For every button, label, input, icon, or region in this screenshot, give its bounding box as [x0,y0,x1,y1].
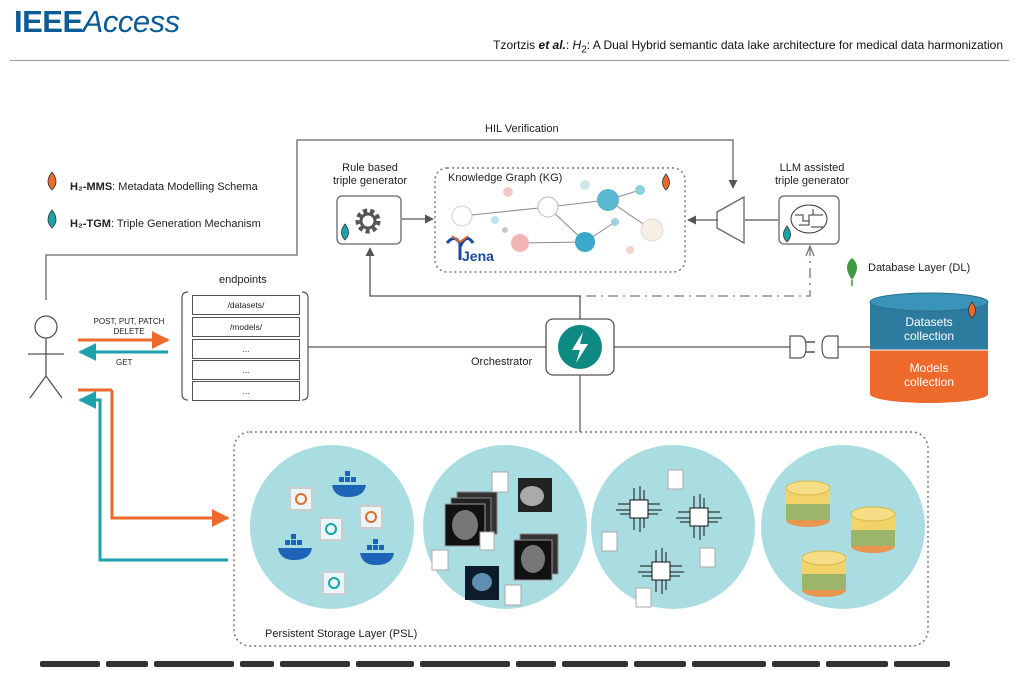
teal-psl-link [78,391,228,562]
container-cubes [289,487,383,595]
get-label: GET [116,358,133,367]
orchestrator-icon [545,318,615,376]
post-line2: DELETE [113,327,145,336]
llm-dashdot-link [580,246,811,297]
models-collection-label: Models collection [870,361,988,389]
leaf-icon [847,258,857,286]
legend-mms: H₂-MMS: Metadata Modelling Schema [70,181,258,193]
datasets-line2: collection [903,329,955,343]
legend-tgm-name: H₂-TGM [70,218,111,230]
orchestrator-to-rule-link [365,247,581,320]
datasets-collection-label: Datasets collection [870,315,988,343]
datasets-line1: Datasets [905,315,953,329]
rule-based-label: Rule based triple generator [320,162,420,188]
mri-scan-icon [444,478,559,600]
endpoint-more-3[interactable]: ... [192,381,300,401]
chip-icon [616,486,722,594]
converter-trapezoid [716,195,745,245]
endpoint-more-2[interactable]: ... [192,360,300,380]
legend-tgm: H₂-TGM: Triple Generation Mechanism [70,218,261,230]
header-authors: Tzortzis [493,38,536,52]
llm-line2: triple generator [775,175,849,187]
drop-icon [47,209,791,243]
logo-strong: IEEE [14,4,83,39]
brain-chip-icon [790,204,828,234]
flame-icon [47,171,976,319]
legend-mms-desc: : Metadata Modelling Schema [112,181,258,193]
llm-line1: LLM assisted [779,162,845,174]
models-line1: Models [909,361,949,375]
psl-circle-models [591,445,755,609]
orchestrator-label: Orchestrator [471,356,533,368]
rule-based-box [336,195,402,245]
psl-box [233,431,929,647]
endpoint-datasets[interactable]: /datasets/ [192,295,300,315]
actor-icon [28,315,64,399]
database-stack-icon [785,480,896,597]
docker-icon [278,471,394,565]
gear-icon [355,208,381,234]
rule-based-line1: Rule based [342,162,398,174]
model-documents [601,469,716,608]
header-etal: et al. [538,38,566,52]
logo-thin: Access [82,4,180,39]
knowledge-graph-nodes [451,180,664,254]
post-line1: POST, PUT, PATCH [93,317,165,326]
llm-label: LLM assisted triple generator [762,162,862,188]
jena-label: Jena [462,248,494,264]
header-title: : A Dual Hybrid semantic data lake archi… [586,38,1003,52]
knowledge-graph-box [434,167,686,273]
header-rule [10,60,1009,61]
kg-label: Knowledge Graph (KG) [448,172,563,184]
header-symbol: H [572,38,582,52]
jena-logo [445,235,475,260]
plug-icon [789,335,839,359]
hil-label: HIL Verification [485,123,559,135]
journal-logo: IEEEAccess [14,4,180,40]
endpoint-more-1[interactable]: ... [192,339,300,359]
models-line2: collection [903,375,955,389]
running-header: Tzortzis et al.: H2: A Dual Hybrid seman… [493,38,1003,56]
legend-mms-name: H₂-MMS [70,181,113,193]
rule-based-line2: triple generator [333,175,407,187]
psl-label: Persistent Storage Layer (PSL) [265,628,418,640]
endpoint-models[interactable]: /models/ [192,317,300,337]
db-layer-label: Database Layer (DL) [868,262,971,274]
database-cylinder [869,292,989,403]
header-sub: 2 [581,44,587,56]
hil-loop [45,139,738,300]
legend-tgm-desc: : Triple Generation Mechanism [110,218,261,230]
endpoints-title: endpoints [219,274,267,286]
document-icon [431,471,522,606]
caption-cropped [40,655,980,667]
post-label: POST, PUT, PATCH DELETE [84,317,174,337]
orange-psl-link [110,390,230,527]
